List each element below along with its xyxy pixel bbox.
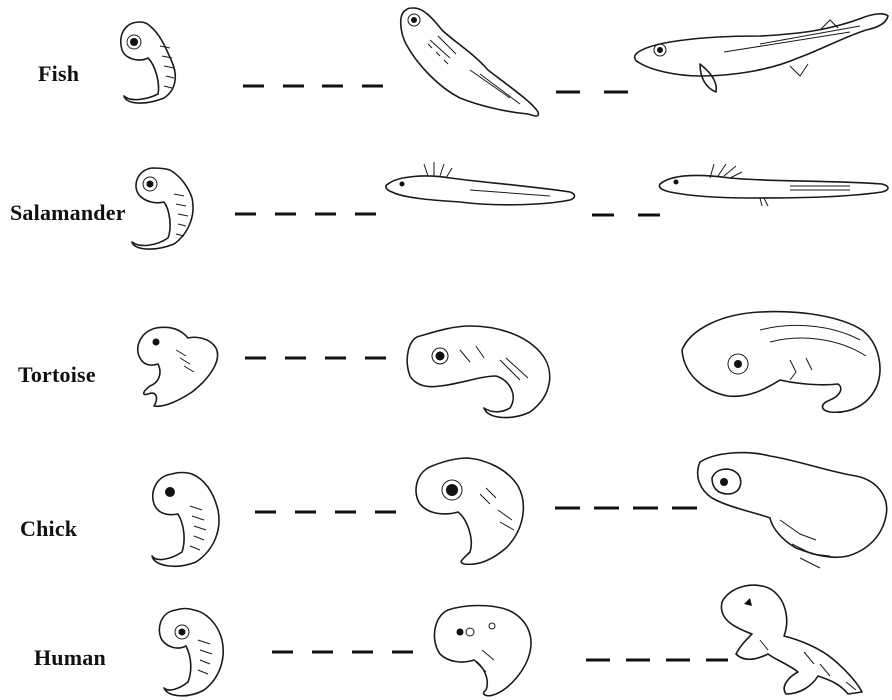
tortoise-embryo-late [682, 312, 880, 413]
tortoise-embryo-early [138, 327, 218, 406]
chick-embryo-late [698, 453, 887, 568]
chick-embryo-mid [416, 458, 523, 564]
human-embryo-mid [434, 606, 531, 696]
salamander-larva-late [659, 164, 888, 206]
human-fetus-late [721, 585, 862, 694]
salamander-embryo-early [132, 168, 193, 249]
human-embryo-early [159, 609, 223, 696]
fish-embryo-early [121, 22, 175, 103]
tortoise-embryo-mid [407, 326, 549, 418]
chick-embryo-early [152, 473, 219, 567]
salamander-larva-mid [386, 162, 575, 205]
fish-embryo-mid [401, 8, 539, 116]
fish-adult [635, 14, 888, 92]
